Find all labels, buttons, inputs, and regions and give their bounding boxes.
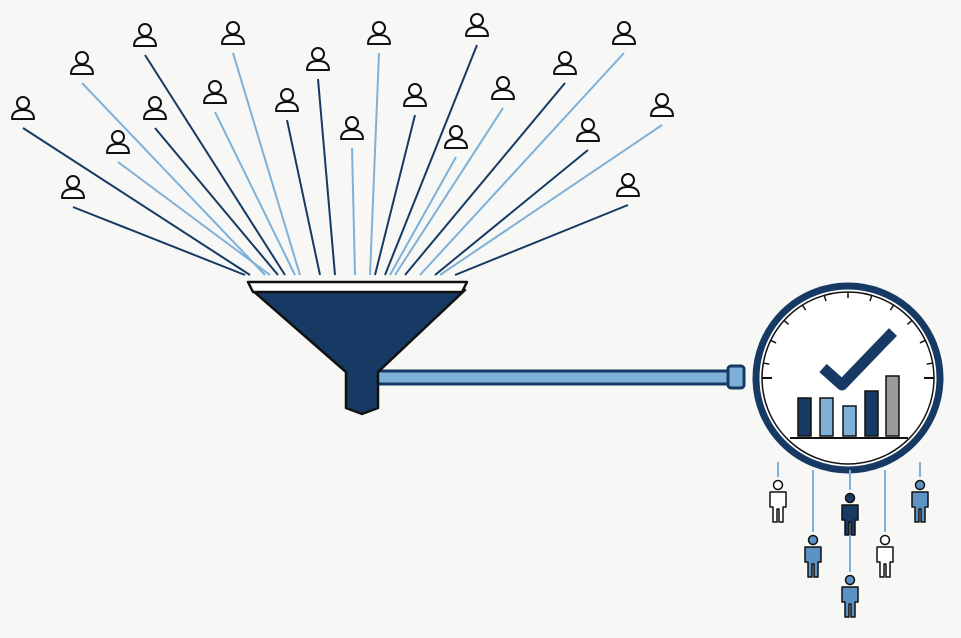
person-figure-icon — [876, 534, 894, 578]
connector-line — [439, 124, 663, 276]
connector-line — [144, 54, 286, 276]
audience-people — [11, 13, 674, 199]
person-outline-icon — [340, 116, 364, 140]
pipe — [370, 364, 746, 390]
person-figure-icon — [804, 534, 822, 578]
connector-line — [419, 52, 625, 276]
funnel-icon — [246, 280, 469, 416]
person-outline-icon — [612, 21, 636, 45]
connector-line — [286, 119, 321, 276]
checkmark-icon — [819, 328, 897, 391]
dial-tick — [919, 339, 926, 344]
connector-line — [369, 52, 380, 276]
connector-line — [81, 82, 266, 276]
person-outline-icon — [650, 93, 674, 117]
connector-line — [404, 82, 566, 276]
person-outline-icon — [106, 130, 130, 154]
dial-tick — [889, 304, 895, 311]
person-outline-icon — [367, 21, 391, 45]
person-outline-icon — [576, 118, 600, 142]
connector-line — [232, 52, 301, 276]
connector-line — [72, 206, 246, 276]
person-outline-icon — [133, 23, 157, 47]
person-figure-icon — [841, 492, 859, 536]
person-outline-icon — [143, 96, 167, 120]
person-outline-icon — [491, 76, 515, 100]
person-outline-icon — [203, 80, 227, 104]
magnifying-glass-icon — [752, 282, 944, 474]
person-outline-icon — [61, 175, 85, 199]
selected-people — [769, 462, 929, 618]
connector-line — [214, 111, 296, 276]
dial-tick — [783, 319, 790, 326]
connector-lines — [22, 44, 663, 276]
person-figure-icon — [841, 574, 859, 618]
person-outline-icon — [553, 51, 577, 75]
dial-tick — [770, 339, 777, 344]
dial-tick — [763, 362, 770, 365]
connector-line — [434, 149, 589, 276]
connector-line — [117, 161, 271, 276]
person-outline-icon — [403, 83, 427, 107]
dial-tick — [906, 319, 913, 326]
dial-ticks — [762, 292, 934, 379]
connector-line — [374, 114, 416, 276]
dial-tick — [869, 295, 873, 302]
bar-chart-icon — [790, 375, 908, 439]
person-outline-icon — [70, 51, 94, 75]
person-outline-icon — [616, 173, 640, 197]
connector-line — [384, 44, 478, 276]
person-outline-icon — [306, 47, 330, 71]
connector-line — [154, 127, 279, 276]
person-outline-icon — [11, 96, 35, 120]
person-outline-icon — [444, 125, 468, 149]
person-outline-icon — [465, 13, 489, 37]
person-figure-icon — [911, 479, 929, 523]
person-outline-icon — [275, 88, 299, 112]
connector-line — [454, 204, 629, 276]
connector-line — [351, 147, 356, 276]
connector-line — [389, 156, 457, 276]
dial-tick — [926, 362, 933, 365]
person-figure-icon — [769, 479, 787, 523]
dial-tick — [801, 304, 807, 311]
connector-line — [317, 78, 336, 276]
dial-tick — [823, 295, 827, 302]
connector-line — [394, 107, 504, 276]
connector-line — [22, 127, 251, 276]
person-outline-icon — [221, 21, 245, 45]
